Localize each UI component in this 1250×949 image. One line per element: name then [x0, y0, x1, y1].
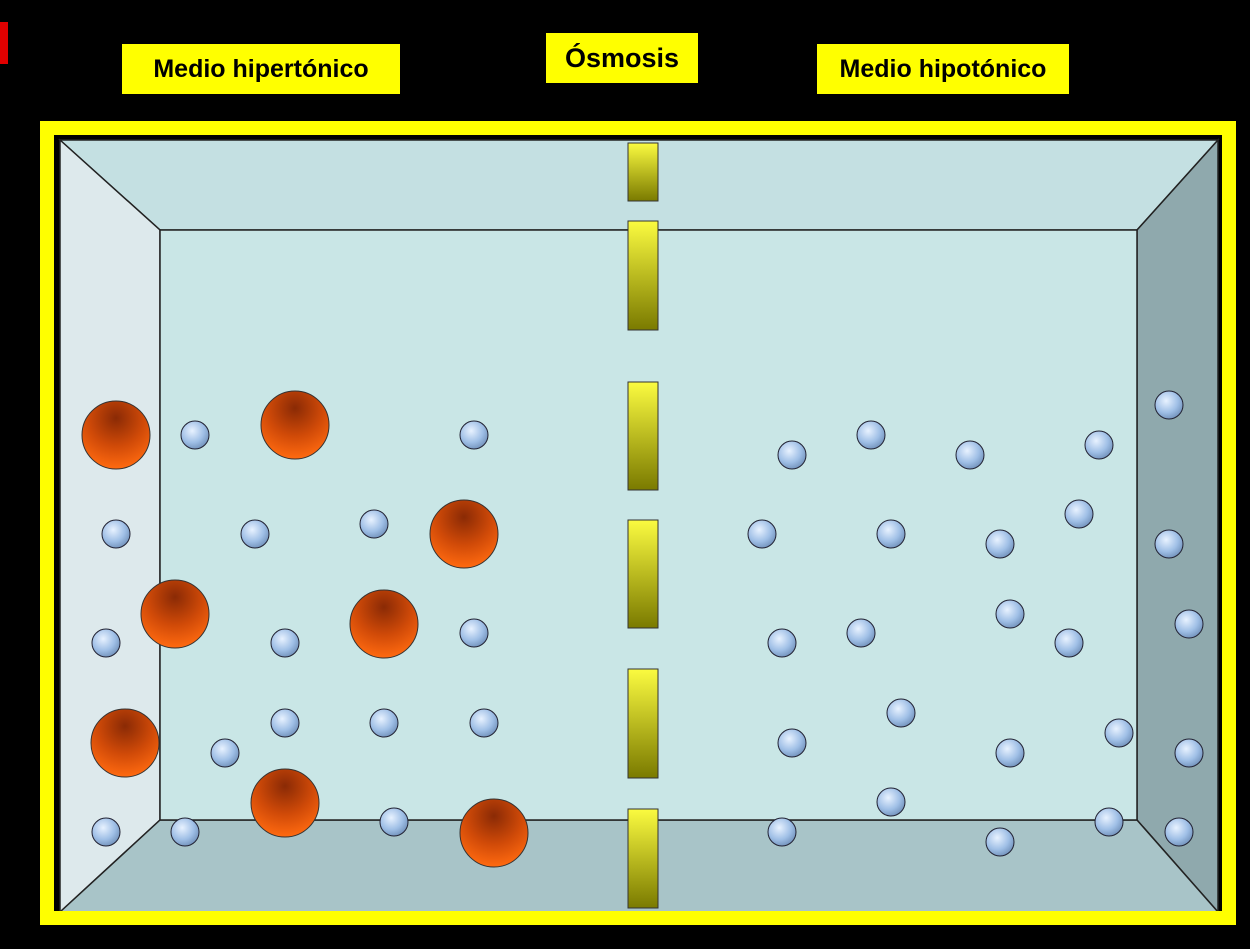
water-molecule [240, 519, 270, 549]
water-molecule [876, 787, 906, 817]
tank-right-wall [1136, 138, 1219, 914]
water-molecule [1174, 738, 1204, 768]
solute-particle [260, 390, 330, 460]
water-molecule [270, 708, 300, 738]
water-molecule [101, 519, 131, 549]
water-molecule [1064, 499, 1094, 529]
membrane-segment [627, 220, 659, 331]
water-molecule [747, 519, 777, 549]
solute-particle [140, 579, 210, 649]
water-molecule [777, 440, 807, 470]
water-molecule [1084, 430, 1114, 460]
solute-particle [429, 499, 499, 569]
yellow-frame [40, 121, 1236, 925]
water-molecule [876, 519, 906, 549]
water-molecule [379, 807, 409, 837]
water-molecule [469, 708, 499, 738]
water-molecule [846, 618, 876, 648]
hypertonic-label: Medio hipertónico [122, 44, 400, 94]
solute-particle [459, 798, 529, 868]
water-molecule [1104, 718, 1134, 748]
water-molecule [210, 738, 240, 768]
water-molecule [985, 827, 1015, 857]
membrane-segment [627, 668, 659, 779]
water-molecule [995, 599, 1025, 629]
water-molecule [1164, 817, 1194, 847]
solute-particle [81, 400, 151, 470]
solute-particle [349, 589, 419, 659]
water-molecules-right [747, 390, 1204, 857]
water-molecule [459, 618, 489, 648]
water-molecule [359, 509, 389, 539]
water-molecule [1054, 628, 1084, 658]
water-molecule [767, 628, 797, 658]
membrane-segment [627, 381, 659, 491]
membrane [627, 142, 659, 909]
water-molecule [1174, 609, 1204, 639]
title-label: Ósmosis [546, 33, 698, 83]
membrane-segment [627, 142, 659, 202]
hypotonic-label: Medio hipotónico [817, 44, 1069, 94]
solute-particle [250, 768, 320, 838]
water-molecules-left [91, 420, 499, 847]
water-molecule [886, 698, 916, 728]
water-molecule [955, 440, 985, 470]
water-molecule [180, 420, 210, 450]
solute-particle [90, 708, 160, 778]
water-molecule [767, 817, 797, 847]
water-molecule [995, 738, 1025, 768]
water-molecule [1154, 529, 1184, 559]
water-molecule [985, 529, 1015, 559]
red-marker [0, 22, 8, 64]
water-molecule [270, 628, 300, 658]
water-molecule [459, 420, 489, 450]
water-molecule [91, 628, 121, 658]
water-molecule [1094, 807, 1124, 837]
water-molecule [777, 728, 807, 758]
water-molecule [170, 817, 200, 847]
membrane-segment [627, 519, 659, 629]
water-molecule [1154, 390, 1184, 420]
water-molecule [856, 420, 886, 450]
water-molecule [91, 817, 121, 847]
membrane-segment [627, 808, 659, 909]
solute-particles [81, 390, 529, 868]
water-molecule [369, 708, 399, 738]
